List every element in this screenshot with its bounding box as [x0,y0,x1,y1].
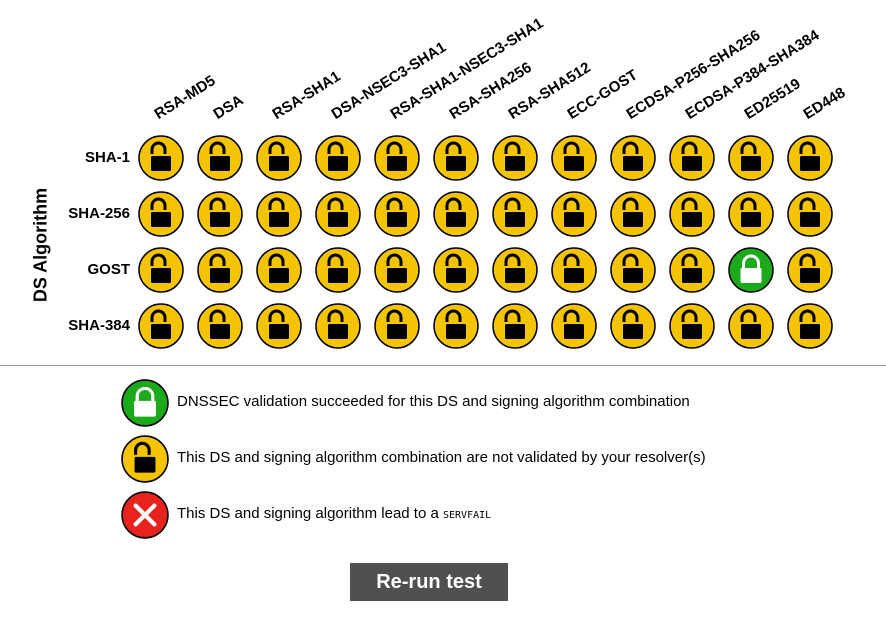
unlocked-padlock-icon [610,247,656,293]
unlocked-padlock-icon [669,135,715,181]
unlocked-padlock-icon [551,247,597,293]
legend-success-text: DNSSEC validation succeeded for this DS … [177,393,690,410]
unlocked-padlock-icon [492,247,538,293]
column-header: DSA [210,91,247,123]
unlocked-padlock-icon [138,135,184,181]
unlocked-padlock-icon [610,191,656,237]
row-label: SHA-256 [68,205,130,222]
unlocked-padlock-icon [374,135,420,181]
unlocked-padlock-icon [728,303,774,349]
unlocked-padlock-icon [492,303,538,349]
unlocked-padlock-icon [551,303,597,349]
unlocked-padlock-icon [256,135,302,181]
unlocked-padlock-icon [610,303,656,349]
unlocked-padlock-icon [492,191,538,237]
unlocked-padlock-icon [256,191,302,237]
unlocked-padlock-icon [610,135,656,181]
unlocked-padlock-icon [138,303,184,349]
unlocked-padlock-icon [728,191,774,237]
unlocked-padlock-icon [315,247,361,293]
legend-not-validated-text: This DS and signing algorithm combinatio… [177,449,706,466]
unlocked-padlock-icon [433,135,479,181]
unlocked-padlock-icon [197,247,243,293]
unlocked-padlock-icon [138,247,184,293]
ds-algorithm-axis-label: DS Algorithm [30,187,51,303]
legend-servfail-label: This DS and signing algorithm lead to a [177,505,443,522]
column-header: ED448 [800,84,849,123]
servfail-code: SERVFAIL [442,510,492,521]
unlocked-padlock-icon [138,191,184,237]
unlocked-padlock-icon [374,303,420,349]
locked-padlock-icon [121,379,169,427]
row-label: GOST [87,261,130,278]
rerun-test-button[interactable]: Re-run test [350,563,508,601]
unlocked-padlock-icon [433,303,479,349]
unlocked-padlock-icon [669,191,715,237]
unlocked-padlock-icon [121,435,169,483]
unlocked-padlock-icon [256,303,302,349]
unlocked-padlock-icon [787,135,833,181]
unlocked-padlock-icon [492,135,538,181]
unlocked-padlock-icon [669,247,715,293]
unlocked-padlock-icon [669,303,715,349]
unlocked-padlock-icon [433,191,479,237]
unlocked-padlock-icon [551,135,597,181]
unlocked-padlock-icon [315,303,361,349]
unlocked-padlock-icon [551,191,597,237]
unlocked-padlock-icon [256,247,302,293]
unlocked-padlock-icon [728,135,774,181]
unlocked-padlock-icon [197,191,243,237]
locked-padlock-icon [728,247,774,293]
unlocked-padlock-icon [433,247,479,293]
unlocked-padlock-icon [787,303,833,349]
unlocked-padlock-icon [374,191,420,237]
unlocked-padlock-icon [374,247,420,293]
unlocked-padlock-icon [197,303,243,349]
unlocked-padlock-icon [787,247,833,293]
legend-servfail-text: This DS and signing algorithm lead to a … [177,505,491,522]
row-label: SHA-384 [68,317,130,334]
unlocked-padlock-icon [787,191,833,237]
column-header: RSA-MD5 [151,72,219,123]
unlocked-padlock-icon [197,135,243,181]
unlocked-padlock-icon [315,135,361,181]
divider [0,365,886,366]
unlocked-padlock-icon [315,191,361,237]
cross-icon [121,491,169,539]
row-label: SHA-1 [84,149,130,166]
